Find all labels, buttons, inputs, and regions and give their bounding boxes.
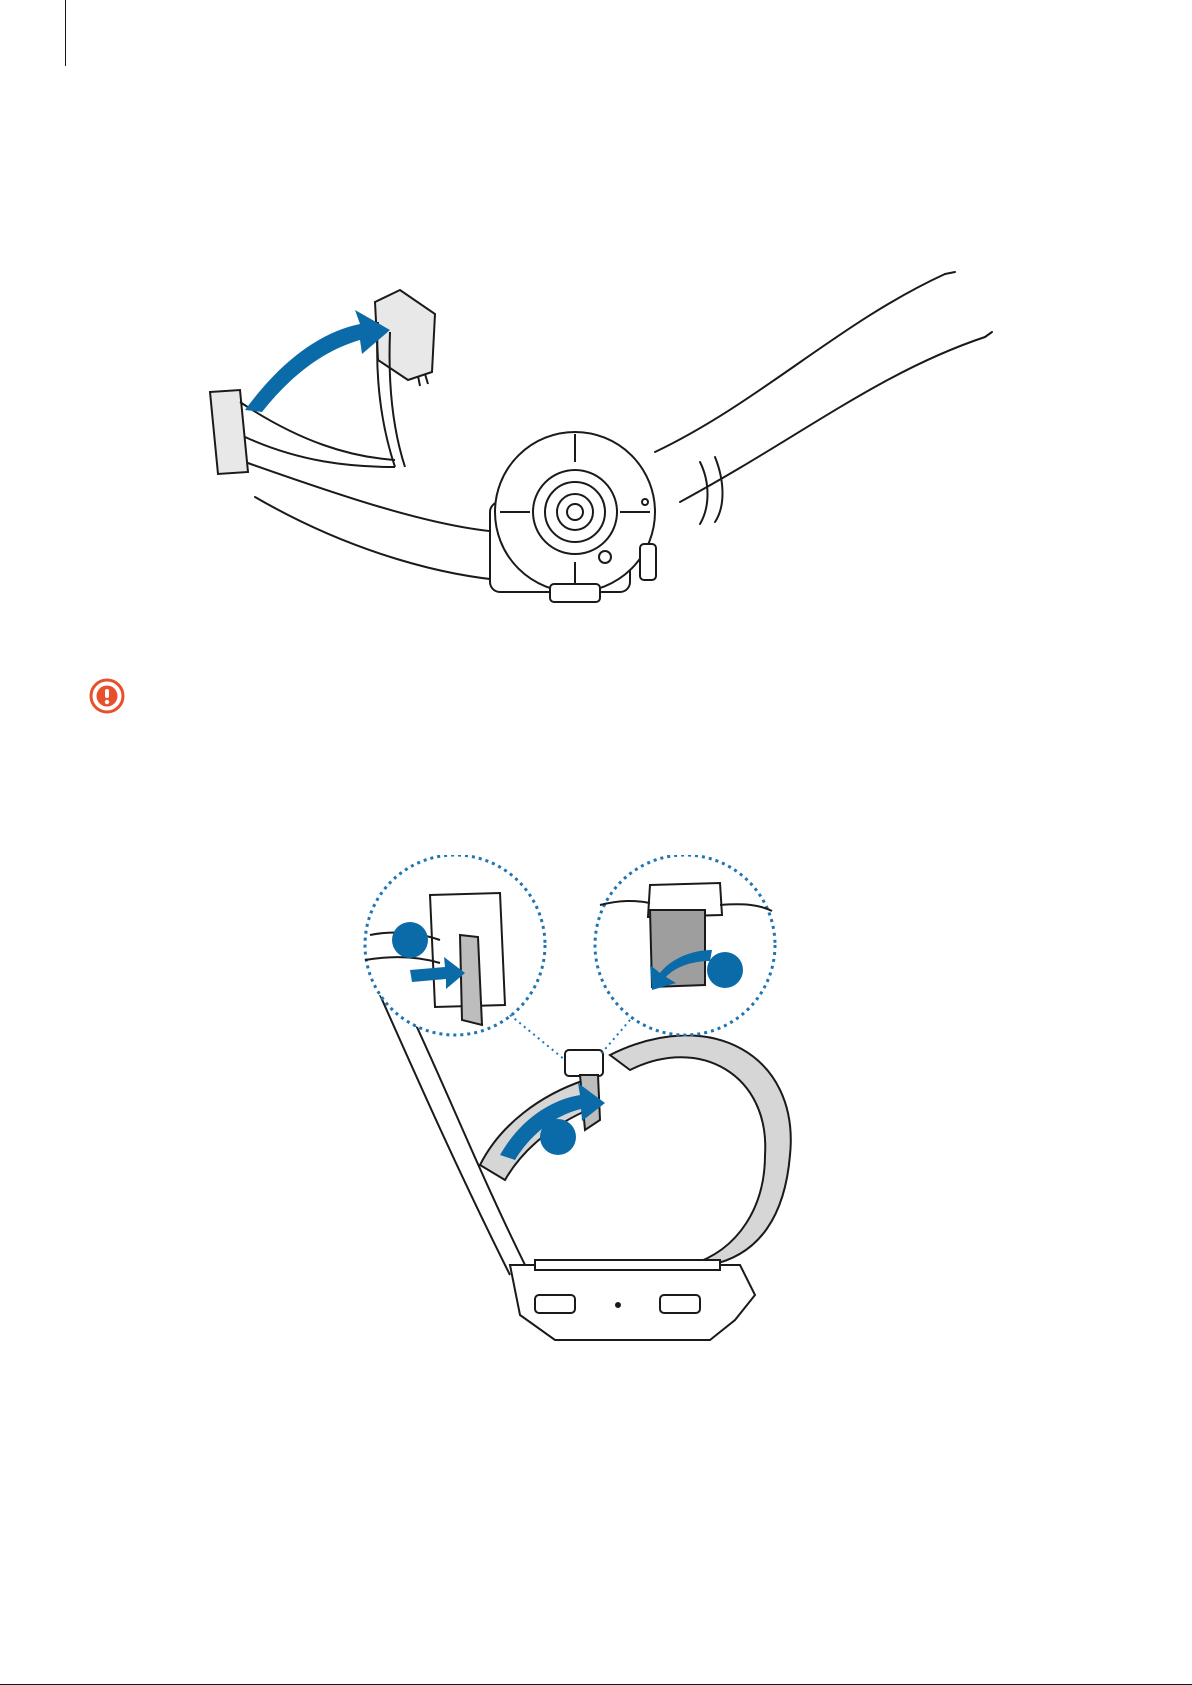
caution-icon (89, 678, 125, 714)
charger-connector-right (375, 290, 435, 467)
watch-charger-illustration (200, 262, 1000, 657)
strap-right (655, 274, 945, 452)
step-badge-main (540, 1119, 576, 1155)
callout-right (595, 855, 775, 1035)
callout-left (365, 855, 545, 1035)
margin-rule (65, 0, 66, 66)
lift-arrow-icon (245, 310, 390, 412)
watch-body-bottom (510, 1260, 755, 1340)
watch-body (490, 432, 656, 602)
step-badge-left (392, 922, 428, 958)
watch-strap-illustration (360, 855, 840, 1345)
step-badge-right (707, 952, 743, 988)
strap-left (245, 462, 500, 532)
strap-loop (610, 1035, 791, 1265)
charger-connector-left (210, 390, 395, 474)
